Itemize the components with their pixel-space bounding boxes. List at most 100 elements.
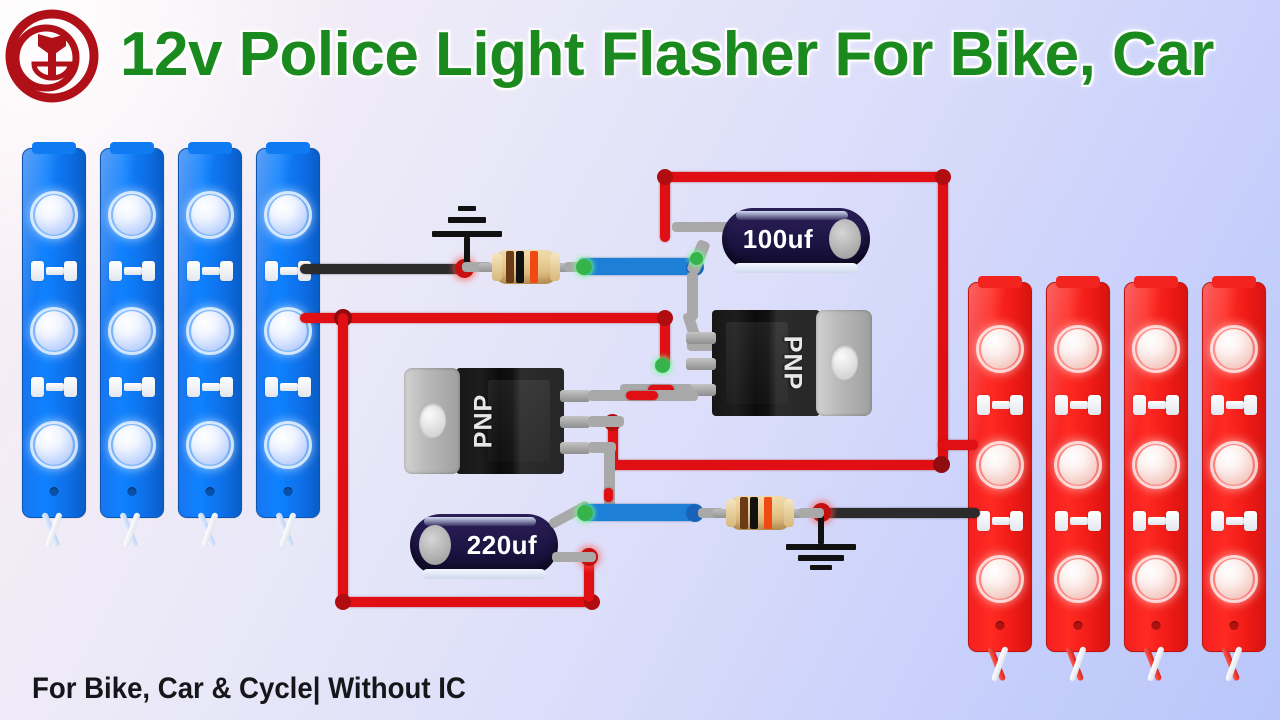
red-led-module bbox=[1046, 276, 1110, 682]
led-lens bbox=[1054, 325, 1102, 373]
transistor-heatsink-tab bbox=[816, 310, 872, 416]
transistor-label: PNP bbox=[469, 393, 498, 449]
capacitor-base bbox=[734, 263, 858, 273]
junction-node bbox=[655, 358, 670, 373]
resistor-lead bbox=[478, 263, 496, 272]
solder-pads bbox=[29, 375, 79, 399]
wire-node bbox=[933, 456, 950, 473]
capacitor-endcap bbox=[419, 525, 451, 565]
wire-node bbox=[935, 169, 951, 185]
module-leads bbox=[109, 511, 161, 557]
transistor-pin bbox=[686, 332, 716, 344]
solder-pads bbox=[1209, 509, 1259, 533]
led-lens bbox=[1132, 325, 1180, 373]
resistor-upper bbox=[478, 250, 574, 284]
transistor-label: PNP bbox=[778, 335, 807, 391]
solder-pads bbox=[1131, 393, 1181, 417]
ground-symbol-lower bbox=[786, 512, 878, 574]
module-tab bbox=[110, 142, 154, 154]
module-tab bbox=[1212, 276, 1256, 288]
led-lens bbox=[1210, 555, 1258, 603]
junction-node bbox=[576, 259, 592, 275]
led-lens bbox=[1132, 441, 1180, 489]
wire-black-from-blue-modules bbox=[300, 264, 466, 274]
lead-grey-pnp-right-base2 bbox=[687, 340, 715, 351]
led-lens bbox=[30, 307, 78, 355]
mount-screw-hole bbox=[1229, 621, 1239, 630]
led-lens bbox=[108, 421, 156, 469]
transistor-pnp-right: PNP bbox=[686, 310, 872, 416]
led-lens bbox=[186, 191, 234, 239]
led-lens bbox=[186, 307, 234, 355]
junction-node bbox=[577, 505, 593, 521]
resistor-band-black bbox=[516, 251, 524, 283]
lead-grey-pnp-right-base bbox=[687, 272, 698, 320]
wire-red-pnp-left-top bbox=[626, 391, 658, 400]
resistor-band-orange bbox=[530, 251, 538, 283]
transistor-sheen bbox=[726, 322, 788, 404]
module-leads bbox=[31, 511, 83, 557]
junction-node bbox=[690, 252, 703, 265]
wire-red-pnp-right-emitter bbox=[648, 385, 674, 394]
transistor-mount-hole bbox=[418, 402, 446, 438]
mount-screw-hole bbox=[1151, 621, 1161, 630]
wire-blue-signal-upper bbox=[578, 258, 698, 275]
target-circle-logo bbox=[5, 9, 99, 103]
led-lens bbox=[976, 555, 1024, 603]
wire-red-top-left-riser bbox=[660, 172, 670, 242]
transistor-body bbox=[712, 310, 820, 416]
wire-red-right-riser bbox=[938, 172, 948, 462]
led-lens bbox=[264, 421, 312, 469]
blue-led-module bbox=[256, 142, 320, 548]
solder-pads bbox=[107, 259, 157, 283]
resistor-band-orange bbox=[764, 497, 772, 529]
footer-caption: For Bike, Car & Cycle| Without IC bbox=[32, 672, 466, 705]
transistor-sheen bbox=[488, 380, 550, 462]
led-lens bbox=[264, 191, 312, 239]
solder-pads bbox=[1131, 509, 1181, 533]
wire-blue-signal-lower bbox=[580, 504, 700, 521]
resistor-upper-lead-left bbox=[462, 262, 492, 272]
page-title: 12v Police Light Flasher For Bike, Car bbox=[120, 20, 1214, 89]
wire-red-cap220-riser bbox=[584, 552, 594, 602]
blue-led-module bbox=[22, 142, 86, 548]
resistor-band-brown bbox=[740, 497, 748, 529]
mount-screw-hole bbox=[1073, 621, 1083, 630]
transistor-pin bbox=[560, 416, 590, 428]
module-leads bbox=[977, 645, 1029, 691]
wire-red-supply-rail bbox=[300, 313, 670, 323]
transistor-body bbox=[456, 368, 564, 474]
capacitor-100uf: 100uf bbox=[722, 208, 870, 273]
led-lens bbox=[186, 421, 234, 469]
transistor-heatsink-tab bbox=[404, 368, 460, 474]
led-lens bbox=[1210, 325, 1258, 373]
capacitor-label: 220uf bbox=[466, 530, 538, 560]
wire-node bbox=[335, 594, 351, 610]
wire-node bbox=[657, 169, 673, 185]
wire-black-to-red-modules bbox=[820, 508, 980, 518]
solder-pads bbox=[1053, 509, 1103, 533]
transistor-pin bbox=[560, 390, 590, 402]
resistor-body bbox=[730, 496, 790, 530]
solder-pads bbox=[107, 375, 157, 399]
led-lens bbox=[30, 421, 78, 469]
module-tab bbox=[266, 142, 310, 154]
transistor-pin bbox=[560, 442, 590, 454]
module-leads bbox=[265, 511, 317, 557]
red-led-modules bbox=[968, 276, 1266, 682]
solder-pads bbox=[975, 393, 1025, 417]
wire-red-to-red-modules bbox=[938, 440, 978, 450]
red-led-module bbox=[1124, 276, 1188, 682]
lead-grey-cap220-lower bbox=[552, 552, 596, 562]
led-lens bbox=[1054, 441, 1102, 489]
resistor-band-brown bbox=[506, 251, 514, 283]
transistor-mount-hole bbox=[830, 344, 858, 380]
red-led-module bbox=[968, 276, 1032, 682]
solder-pads bbox=[263, 375, 313, 399]
solder-pads bbox=[29, 259, 79, 283]
solder-pads bbox=[185, 259, 235, 283]
wire-node bbox=[657, 310, 673, 326]
wire-red-lower-rail bbox=[608, 460, 944, 470]
lead-grey-pnp-left-bottom bbox=[588, 442, 616, 453]
mount-screw-hole bbox=[127, 487, 137, 496]
